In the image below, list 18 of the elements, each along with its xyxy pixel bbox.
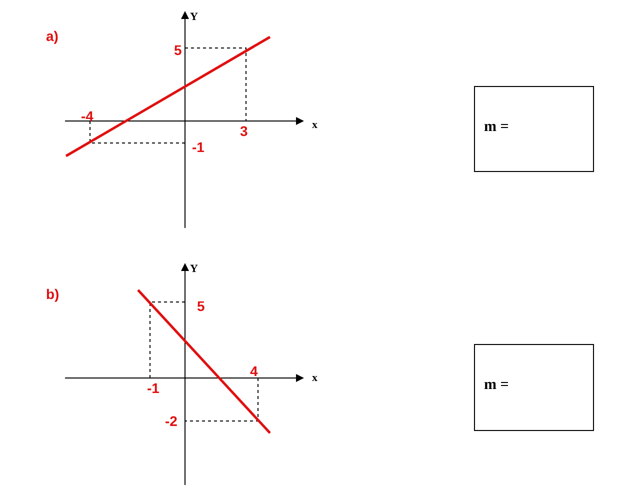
axis-label: x [312,373,318,384]
value-label: -1 [192,140,204,154]
axis-label: Y [190,12,198,23]
axis-label: x [312,120,318,131]
part-label: b) [46,287,60,301]
answer-box [474,86,594,172]
answer-box [474,344,594,431]
answer-prompt: m = [484,119,509,136]
value-label: 5 [197,299,205,313]
value-label: 4 [250,364,258,378]
answer-prompt: m = [484,377,509,394]
value-label: 3 [240,124,248,138]
value-label: -2 [165,414,178,428]
axis-label: Y [190,264,198,275]
value-label: 5 [174,43,182,57]
part-label: a) [46,29,58,43]
value-label: -1 [147,381,160,395]
value-label: -4 [81,109,94,123]
